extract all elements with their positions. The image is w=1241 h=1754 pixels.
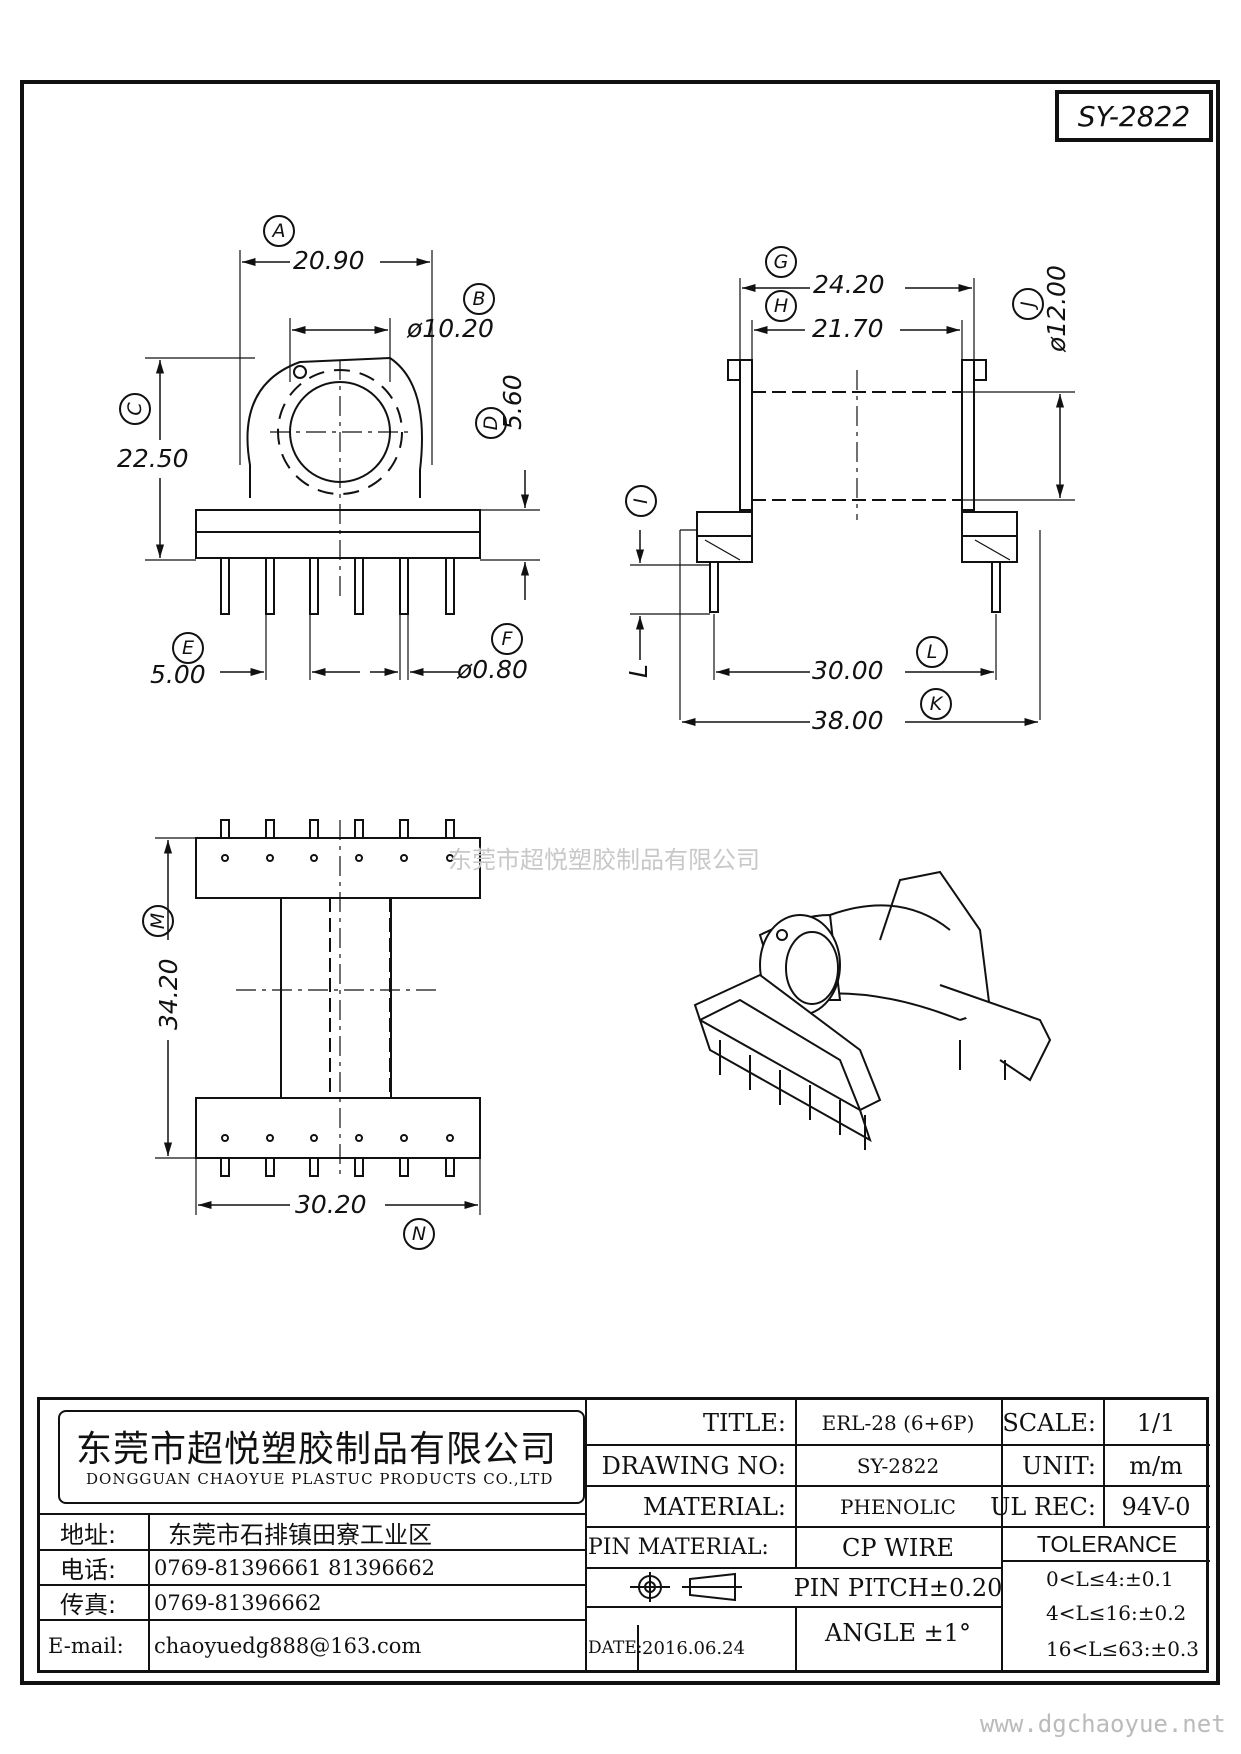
website-text: www.dgchaoyue.net (980, 1710, 1226, 1738)
pin-pitch: PIN PITCH±0.20 (793, 1573, 1003, 1602)
dim-label-a: A (263, 215, 295, 247)
top-view (155, 819, 481, 1215)
phone-label: 电话: (60, 1556, 117, 1584)
phone-value: 0769-81396661 81396662 (154, 1555, 435, 1580)
dim-label-c: C (119, 393, 151, 425)
dimension-annotations: A B C D E F G H I J K L M N 20.90 ø10.20… (117, 215, 1071, 1250)
dim-value-g: 24.20 (813, 270, 885, 299)
isometric-view (693, 870, 1052, 1150)
dim-label-n: N (403, 1218, 435, 1250)
divider (40, 1584, 585, 1586)
divider (585, 1444, 1210, 1446)
dim-label-e: E (172, 632, 204, 664)
divider (585, 1526, 1210, 1528)
unit-label: UNIT: (1022, 1451, 1096, 1480)
dim-value-h: 21.70 (812, 314, 884, 343)
email-value: chaoyuedg888@163.com (154, 1634, 422, 1658)
company-name-en: DONGGUAN CHAOYUE PLASTUC PRODUCTS CO.,LT… (86, 1470, 554, 1488)
divider (40, 1619, 585, 1621)
dim-label-k: K (920, 688, 952, 720)
dim-label-b: B (463, 283, 495, 315)
divider (585, 1567, 1001, 1569)
dim-value-c: 22.50 (117, 444, 189, 473)
dim-value-f: ø0.80 (457, 655, 528, 684)
ul-rec-value: 94V-0 (1121, 1492, 1191, 1521)
divider (1001, 1400, 1003, 1673)
email-label: E-mail: (48, 1634, 124, 1658)
address-value: 东莞市石排镇田寮工业区 (168, 1520, 432, 1549)
dim-label-j: J (1012, 288, 1044, 320)
pin-material-value: CP WIRE (842, 1533, 954, 1562)
company-name-cn: 东莞市超悦塑胶制品有限公司 (76, 1429, 558, 1470)
ul-rec-label: UL REC: (990, 1492, 1096, 1521)
pin-material-label: PIN MATERIAL: (588, 1535, 769, 1560)
unit-value: m/m (1129, 1451, 1183, 1480)
divider (725, 1606, 1001, 1608)
title-block: 东莞市超悦塑胶制品有限公司 DONGGUAN CHAOYUE PLASTUC P… (37, 1397, 1210, 1673)
tolerance-row: 16<L≤63:±0.3 (1046, 1637, 1199, 1661)
scale-value: 1/1 (1136, 1409, 1176, 1437)
divider (40, 1513, 585, 1515)
dim-value-l-side: L (624, 664, 653, 678)
drawing-no-value: SY-2822 (856, 1453, 940, 1478)
projection-symbol-icon (630, 1572, 742, 1602)
dim-label-i: I (625, 485, 657, 517)
divider (585, 1485, 1210, 1487)
dim-label-m: M (142, 905, 174, 937)
date-value: 2016.06.24 (642, 1637, 746, 1659)
fax-value: 0769-81396662 (154, 1590, 322, 1615)
dim-label-h: H (765, 290, 797, 322)
drawing-number-tag: SY-2822 (1055, 90, 1213, 142)
dim-label-f: F (491, 623, 523, 655)
dim-label-g: G (765, 246, 797, 278)
address-label: 地址: (60, 1520, 117, 1549)
watermark-text: 东莞市超悦塑胶制品有限公司 (448, 846, 760, 874)
divider (585, 1606, 725, 1608)
dim-value-a: 20.90 (293, 246, 365, 275)
divider (40, 1549, 585, 1551)
tolerance-title: TOLERANCE (1036, 1530, 1178, 1557)
dim-value-k: 38.00 (812, 706, 884, 735)
dim-value-j: ø12.00 (1042, 265, 1071, 352)
company-box: 东莞市超悦塑胶制品有限公司 DONGGUAN CHAOYUE PLASTUC P… (58, 1410, 585, 1504)
dim-value-n: 30.20 (295, 1190, 367, 1219)
tolerance-row: 0<L≤4:±0.1 (1046, 1567, 1174, 1591)
angle-tolerance: ANGLE ±1° (825, 1619, 971, 1647)
front-view (145, 250, 540, 680)
dim-value-l: 30.00 (812, 656, 884, 685)
divider (148, 1513, 150, 1673)
divider (637, 1625, 639, 1673)
divider (585, 1400, 587, 1673)
divider (1001, 1560, 1210, 1562)
title-value: ERL-28 (6+6P) (821, 1411, 975, 1435)
drawing-frame (20, 80, 1220, 1685)
technical-drawing (145, 250, 1075, 1215)
fax-label: 传真: (60, 1591, 117, 1619)
dim-value-e: 5.00 (150, 660, 206, 689)
dim-value-d: 5.60 (498, 374, 527, 430)
date-label: DATE: (588, 1638, 643, 1658)
dim-value-b: ø10.20 (407, 314, 494, 343)
side-view (630, 278, 1075, 727)
scale-label: SCALE: (1002, 1409, 1096, 1437)
divider (795, 1606, 797, 1673)
title-label: TITLE: (702, 1409, 786, 1437)
divider (795, 1400, 797, 1567)
material-value: PHENOLIC (840, 1494, 956, 1519)
material-label: MATERIAL: (642, 1492, 786, 1521)
dim-label-l: L (916, 636, 948, 668)
drawing-no-label: DRAWING NO: (601, 1451, 786, 1480)
dim-value-m: 34.20 (154, 958, 183, 1030)
tolerance-row: 4<L≤16:±0.2 (1046, 1601, 1187, 1625)
divider (1103, 1400, 1105, 1526)
